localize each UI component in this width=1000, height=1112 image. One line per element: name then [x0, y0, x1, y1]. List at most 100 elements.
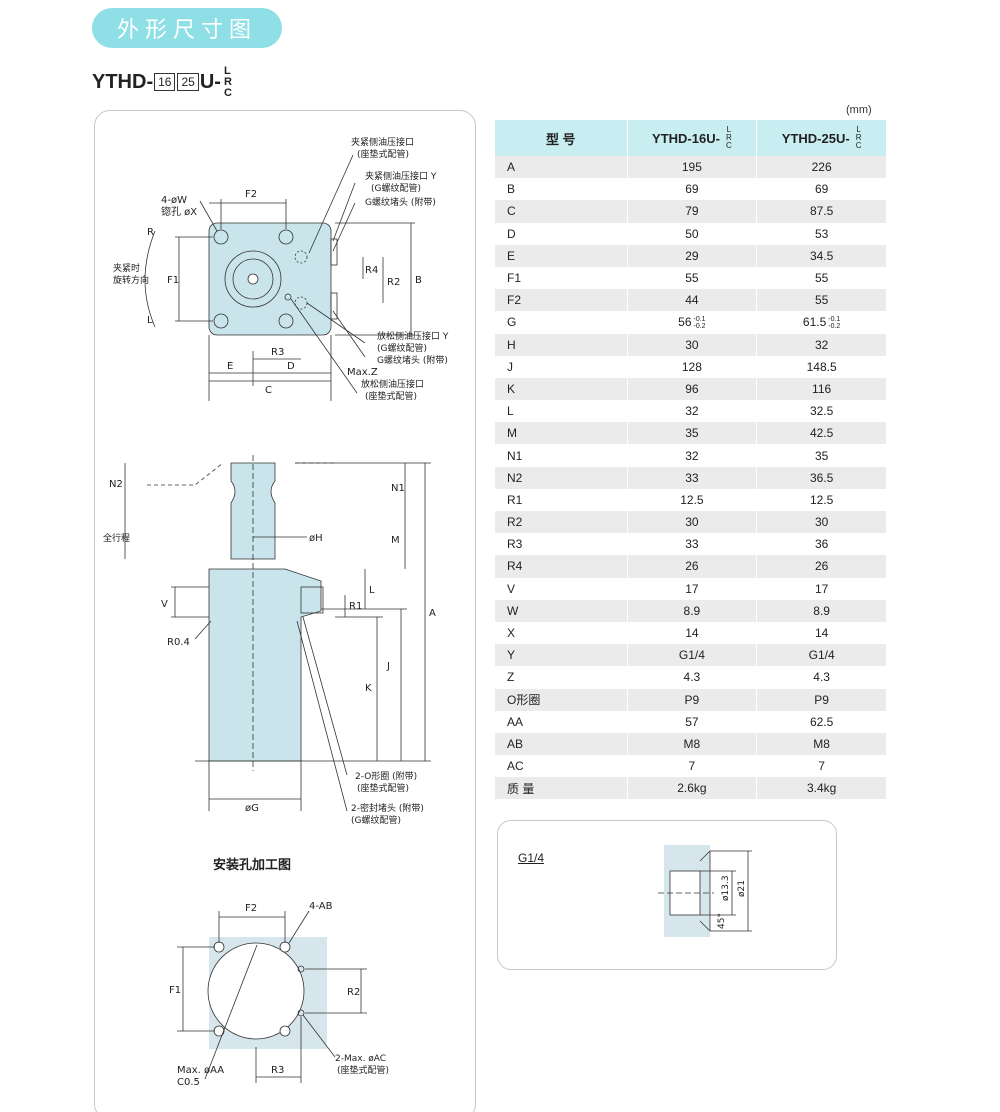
- label-d2: ø21: [737, 880, 747, 897]
- value-cell-v16: 57: [627, 710, 758, 733]
- label-hole-x: 锪孔 øX: [161, 205, 197, 218]
- param-cell: AB: [495, 732, 628, 756]
- drawing-panel: F2 4-øW 锪孔 øX F1 R L 夹紧时 旋转方向 R2 R4 B R3…: [94, 110, 476, 1112]
- value-cell-v25: 53: [756, 222, 887, 245]
- value-text: 50: [685, 226, 699, 241]
- value-cell-v16: 33: [627, 466, 758, 489]
- param-cell: X: [495, 621, 628, 645]
- value-text: 29: [685, 248, 699, 263]
- value-text: 87.5: [809, 204, 834, 219]
- label-port-release-pad-2: (座垫式配管): [365, 390, 417, 402]
- mount-hole-br: [278, 313, 294, 329]
- label-d: D: [287, 361, 295, 372]
- value-text: 69: [685, 182, 699, 197]
- value-cell-v25: 26: [756, 555, 887, 578]
- value-cell-v25: 14: [756, 621, 887, 645]
- param-cell: N2: [495, 466, 628, 489]
- param-cell: V: [495, 577, 628, 600]
- model-size-a: 16: [154, 73, 176, 91]
- port-hole-bottom: [297, 1009, 305, 1017]
- label-port-clamp-g-2: (G螺纹配管): [371, 182, 421, 194]
- label-port-release-pad-1: 放松侧油压接口: [361, 378, 424, 390]
- label-port-release-g-1: 放松侧油压接口 Y: [377, 330, 449, 342]
- value-text: 32.5: [809, 404, 834, 419]
- label-port-clamp-pad-1: 夹紧侧油压接口: [351, 136, 414, 148]
- value-cell-v25: 32.5: [756, 400, 887, 423]
- label-mount-r2: R2: [347, 987, 360, 998]
- label-b: B: [415, 275, 422, 286]
- value-cell-v25: 34.5: [756, 244, 887, 267]
- value-cell-v16: 44: [627, 289, 758, 312]
- value-text: 2.6kg: [677, 781, 707, 796]
- value-cell-v25: 116: [756, 377, 887, 401]
- label-j: J: [386, 661, 390, 672]
- pad-port: [284, 293, 292, 301]
- value-text: 17: [685, 581, 699, 596]
- value-text: 14: [685, 626, 699, 641]
- label-mount-f2: F2: [245, 903, 257, 914]
- value-cell-v16: 2.6kg: [627, 777, 758, 800]
- label-mount-ab: 4-AB: [309, 901, 333, 912]
- mount-tap-br: [279, 1025, 291, 1037]
- value-text: 4.3: [813, 670, 830, 685]
- variant-r: R: [223, 75, 232, 88]
- value-text: 55: [814, 293, 829, 308]
- label-r04: R0.4: [167, 637, 190, 648]
- param-cell: K: [495, 377, 628, 401]
- value-cell-v25: 148.5: [756, 355, 887, 378]
- mount-hole-tl: [213, 229, 229, 245]
- label-f1: F1: [167, 275, 179, 286]
- label-oring-1: 2-O形圈 (附带): [355, 770, 417, 782]
- tolerance: -0.1-0.2: [828, 316, 840, 330]
- variant-l: L: [223, 64, 231, 77]
- value-cell-v16: 8.9: [627, 599, 758, 622]
- label-seal-1: 2-密封堵头 (附带): [351, 802, 424, 814]
- value-text: M8: [683, 736, 701, 751]
- value-cell-v25: 4.3: [756, 666, 887, 689]
- value-cell-v25: 61.5-0.1-0.2: [756, 311, 887, 334]
- top-view-labels: F2 4-øW 锪孔 øX F1 R L 夹紧时 旋转方向 R2 R4 B R3…: [113, 136, 449, 402]
- g-detail-drawing: ø13.3 ø21 45°: [658, 845, 752, 937]
- param-cell: Y: [495, 644, 628, 667]
- value-cell-v25: 36.5: [756, 466, 887, 489]
- value-text: 26: [685, 559, 699, 574]
- label-h: øH: [309, 533, 323, 544]
- value-cell-v25: 87.5: [756, 200, 887, 223]
- value-text: 3.4kg: [806, 781, 837, 796]
- value-text: 57: [685, 714, 699, 729]
- label-c05: C0.5: [177, 1077, 200, 1088]
- value-cell-v25: 3.4kg: [756, 777, 887, 800]
- value-text: M8: [813, 736, 830, 751]
- value-cell-v16: 33: [627, 533, 758, 556]
- mounting-title: 安装孔加工图: [213, 857, 291, 873]
- value-text: G1/4: [808, 648, 835, 663]
- param-cell: R3: [495, 533, 628, 556]
- label-r3: R3: [271, 347, 284, 358]
- value-cell-v16: 4.3: [627, 666, 758, 689]
- model-variants: L R C: [223, 64, 232, 99]
- value-cell-v16: 195: [627, 156, 758, 179]
- value-cell-v25: M8: [756, 732, 887, 756]
- value-text: 7: [688, 759, 696, 774]
- param-cell: D: [495, 222, 628, 245]
- value-cell-v16: 69: [627, 178, 758, 201]
- value-cell-v25: 62.5: [756, 710, 887, 733]
- label-f2: F2: [245, 189, 257, 200]
- label-r: R: [147, 227, 154, 238]
- label-maxz: Max.Z: [347, 367, 378, 378]
- label-rotation-1: 夹紧时: [113, 262, 140, 274]
